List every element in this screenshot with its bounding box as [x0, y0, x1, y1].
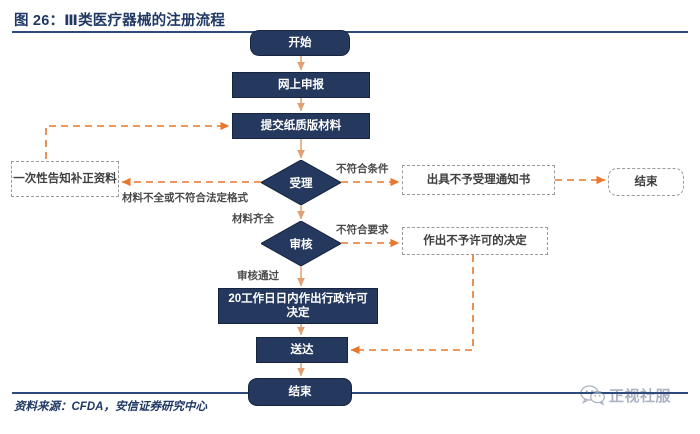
node-delivery[interactable]: 送达: [256, 337, 348, 363]
node-review-decision[interactable]: 审核: [261, 221, 341, 266]
node-online-application[interactable]: 网上申报: [232, 72, 370, 98]
node-acceptance-label: 受理: [289, 177, 313, 190]
edge-label-incomplete-materials: 材料不全或不符合法定格式: [122, 192, 248, 204]
node-issue-non-acceptance-notice[interactable]: 出具不予受理通知书: [402, 165, 555, 195]
edge-label-review-passed: 审核通过: [237, 270, 279, 282]
wechat-icon: [580, 385, 605, 405]
node-start[interactable]: 开始: [250, 30, 350, 56]
source-note: 资料来源：CFDA，安信证券研究中心: [14, 401, 207, 413]
edge-label-not-meeting-conditions: 不符合条件: [336, 163, 389, 175]
node-one-time-correction-notice[interactable]: 一次性告知补正资料: [11, 161, 119, 197]
node-review-label: 审核: [289, 238, 313, 251]
node-end-main[interactable]: 结束: [248, 378, 352, 406]
node-acceptance-decision[interactable]: 受理: [261, 160, 341, 205]
title-divider: [12, 31, 688, 33]
diamond-shape: [261, 221, 341, 266]
node-end-side[interactable]: 结束: [608, 168, 684, 196]
edge-label-not-meeting-requirements: 不符合要求: [336, 224, 389, 236]
figure-title: 图 26：Ⅲ类医疗器械的注册流程: [14, 13, 226, 29]
node-submit-paper-materials[interactable]: 提交纸质版材料: [232, 113, 370, 139]
edge-label-materials-complete: 材料齐全: [232, 213, 274, 225]
watermark: 正视社服: [580, 378, 695, 412]
node-administrative-permit-decision[interactable]: 20工作日日内作出行政许可决定: [218, 288, 378, 324]
node-deny-permit-decision[interactable]: 作出不予许可的决定: [402, 227, 548, 255]
diamond-shape: [261, 160, 341, 205]
watermark-text: 正视社服: [609, 387, 672, 405]
